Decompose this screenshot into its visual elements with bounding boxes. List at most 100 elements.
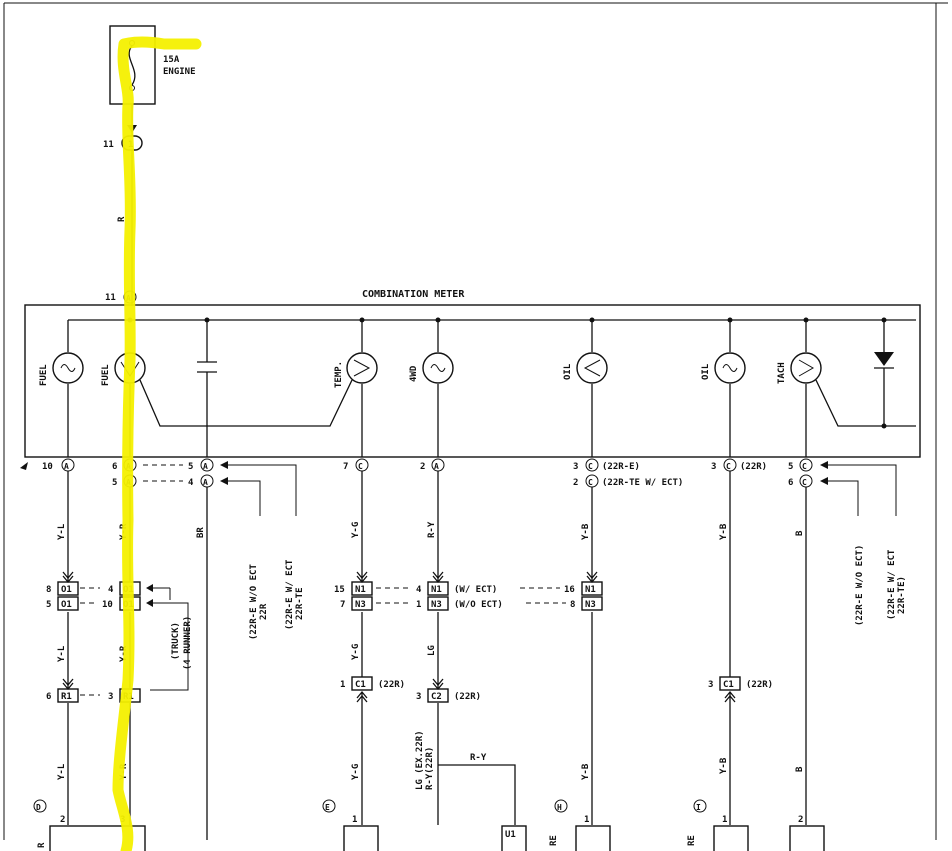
wc-yl-1: Y-L [57, 523, 67, 540]
n3-right: N3 [585, 600, 596, 610]
gauge-fuel-2-label: FUEL [101, 364, 111, 386]
gauge-temp: TEMP. [334, 352, 378, 388]
o1-left-pin-top: 8 [46, 585, 51, 595]
meter-in-pin: 11 [105, 293, 116, 303]
note-left-d: 22R-TE [295, 587, 305, 620]
pin-10: 10 [42, 462, 53, 472]
note-right-c: 22R-TE) [897, 576, 907, 614]
c1-b-note: (22R) [746, 680, 773, 690]
gauge-tach: TACH [777, 352, 822, 384]
o1-right-pin-top: 4 [108, 585, 114, 595]
note-w-ect: (W/ ECT) [454, 585, 497, 595]
gauge-oil-2: OIL [701, 352, 746, 384]
bottom-pin-2a: 2 [60, 815, 65, 825]
note-oil-22re: (22R-E) [602, 462, 640, 472]
bottom-pin-1c: 1 [722, 815, 727, 825]
wc-br: BR [196, 527, 206, 538]
pin-6b-conn: C [802, 478, 807, 487]
note-truck: (TRUCK) [171, 622, 181, 660]
wc-yl-3: Y-L [57, 763, 67, 780]
gauge-oil-1: OIL [563, 352, 608, 384]
diode-junction [881, 423, 887, 429]
o1-right-pin-bot: 10 [102, 600, 113, 610]
ref-h: H [557, 803, 562, 812]
bottom-pin-1b: 1 [584, 815, 589, 825]
pin-10-conn: A [64, 462, 69, 471]
pin-2-conn: A [434, 462, 439, 471]
fuse-rating: 15A [163, 55, 180, 65]
pin-4-conn: A [203, 478, 208, 487]
note-left-b: 22R [259, 603, 269, 620]
pin-4: 4 [188, 478, 194, 488]
ref-e: E [325, 803, 330, 812]
wc-b-2: B [795, 766, 805, 772]
n-left-pin-top: 15 [334, 585, 345, 595]
note-wo-ect: (W/O ECT) [454, 600, 503, 610]
wc-ry-22r: R-Y(22R) [425, 747, 435, 790]
meter-title: COMBINATION METER [362, 289, 465, 300]
wc-yg-1: Y-G [351, 522, 361, 538]
pin-3b: 3 [711, 462, 716, 472]
wc-yl-2: Y-L [57, 645, 67, 662]
pin-5a: 5 [112, 478, 117, 488]
pin-3b-conn: C [726, 462, 731, 471]
note-oil2-22r: (22R) [740, 462, 767, 472]
connector-n1-right: N1 N3 16 8 [564, 571, 603, 611]
wire-color-labels: Y-L Y-R BR Y-G R-Y Y-B Y-B B Y-L Y-R Y-G… [57, 521, 805, 790]
c2: C2 [431, 692, 442, 702]
connector-n1-left: N1 N3 15 7 [334, 571, 410, 611]
o1-left-pin-bot: 5 [46, 600, 51, 610]
bottom-re-2: RE [687, 835, 697, 846]
pin-3a: 3 [573, 462, 578, 472]
c1-b-pin: 3 [708, 680, 713, 690]
gauge-4wd: 4WD [409, 352, 454, 384]
pin-7-conn: C [358, 462, 363, 471]
bottom-r-label: R [37, 842, 47, 848]
bottom-components: D 2 3 R E 1 U1 H RE 1 I RE 1 2 [33, 799, 825, 851]
pin-6b: 6 [788, 478, 793, 488]
n3-mid: N3 [431, 600, 442, 610]
gauge-fuel-1-label: FUEL [39, 364, 49, 386]
wc-ry-1: R-Y [427, 521, 437, 538]
pin-5c: 5 [788, 462, 793, 472]
pin-7: 7 [343, 462, 348, 472]
meter-internal-wires [67, 320, 916, 457]
c2-pin: 3 [416, 692, 421, 702]
connector-r1-left: R1 6 [46, 678, 79, 703]
pin-5c-conn: C [802, 462, 807, 471]
connector-n1-mid: N1 N3 4 1 (W/ ECT) (W/O ECT) [416, 571, 566, 611]
note-oil-22rte: (22R-TE W/ ECT) [602, 478, 683, 488]
diode-icon [874, 352, 894, 369]
n-left-pin-bot: 7 [340, 600, 345, 610]
n-right-pin-bot: 8 [570, 600, 575, 610]
combination-meter-box [24, 304, 921, 458]
wc-yg-3: Y-G [351, 764, 361, 780]
bottom-pin-2b: 2 [798, 815, 803, 825]
pin-3a-conn: C [588, 462, 593, 471]
wc-yb-4: Y-B [719, 757, 729, 774]
gauge-temp-label: TEMP. [334, 361, 344, 388]
pin-2: 2 [420, 462, 425, 472]
gauge-oil-2-label: OIL [701, 363, 711, 380]
r1-right-pin: 3 [108, 692, 113, 702]
top-pin-number: 11 [103, 140, 114, 150]
note-right-b: (22R-E W/ ECT [887, 549, 897, 620]
variant-arrow-heads [220, 461, 828, 485]
wc-b-1: B [795, 530, 805, 536]
o1-left-top: O1 [61, 585, 72, 595]
wc-ry-2: R-Y [470, 753, 487, 763]
capacitor [197, 361, 217, 373]
gauge-tach-label: TACH [777, 362, 787, 384]
n-mid-pin-bot: 1 [416, 600, 421, 610]
pin-5b: 5 [188, 462, 193, 472]
r1-left-pin: 6 [46, 692, 51, 702]
ref-i: I [696, 803, 701, 812]
ref-d: D [36, 803, 41, 812]
c1-note: (22R) [378, 680, 405, 690]
n1-mid: N1 [431, 585, 442, 595]
pin-5b-conn: A [203, 462, 208, 471]
c1: C1 [355, 680, 366, 690]
wc-lg: LG [427, 645, 437, 656]
n-right-pin-top: 16 [564, 585, 575, 595]
note-right-a: (22R-E W/O ECT) [855, 545, 865, 626]
